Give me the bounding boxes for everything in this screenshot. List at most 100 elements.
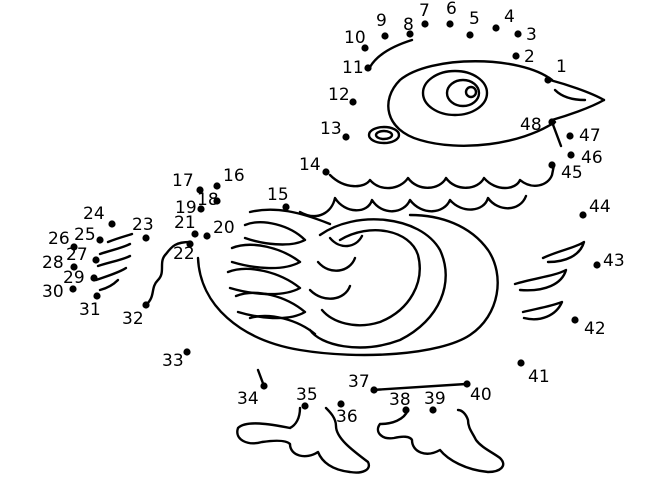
- dot-number: 35: [296, 385, 318, 405]
- dot-marker: [593, 261, 601, 269]
- dot-44: 44: [579, 197, 611, 219]
- dot-21: 21: [174, 213, 199, 238]
- chest-scallops: [298, 194, 528, 218]
- dot-2: 2: [512, 47, 535, 67]
- dot-number: 44: [589, 197, 611, 217]
- beak-upper: [548, 78, 606, 102]
- dot-9: 9: [376, 11, 389, 40]
- eye-outer: [421, 69, 489, 117]
- dot-marker: [514, 30, 522, 38]
- dot-6: 6: [446, 0, 457, 28]
- dot-31: 31: [79, 292, 101, 320]
- dot-43: 43: [593, 251, 625, 271]
- dot-17: 17: [172, 171, 204, 194]
- wing-scallop-2: [316, 256, 357, 272]
- dot-number: 42: [584, 319, 606, 339]
- dot-12: 12: [328, 85, 357, 106]
- dot-number: 6: [446, 0, 457, 19]
- dot-number: 29: [63, 268, 85, 288]
- dot-number: 41: [528, 367, 550, 387]
- dot-26: 26: [48, 229, 78, 251]
- dot-marker: [92, 256, 100, 264]
- dot-marker: [70, 263, 78, 271]
- neck-ruff: [328, 163, 556, 190]
- dot-11: 11: [342, 58, 372, 78]
- dot-36: 36: [336, 400, 358, 427]
- dot-13: 13: [320, 119, 350, 141]
- dot-marker: [96, 236, 104, 244]
- dot-marker: [567, 151, 575, 159]
- dot-20: 20: [203, 218, 235, 240]
- dot-marker: [349, 98, 357, 106]
- dot-marker: [370, 386, 378, 394]
- dot-number: 22: [173, 244, 195, 264]
- dot-18: 18: [197, 190, 221, 210]
- dot-29: 29: [63, 268, 98, 288]
- left-wingtip-4: [94, 266, 128, 282]
- dot-1: 1: [544, 57, 567, 84]
- dot-number: 18: [197, 190, 219, 210]
- dot-23: 23: [132, 215, 154, 242]
- dot-number: 3: [526, 25, 537, 45]
- dot-marker: [406, 30, 414, 38]
- dot-number: 26: [48, 229, 70, 249]
- left-wingtip-2: [98, 242, 132, 256]
- dot-marker: [203, 232, 211, 240]
- dot-marker: [322, 168, 330, 176]
- dot-8: 8: [403, 15, 414, 38]
- body-outline: [196, 213, 499, 357]
- tail-feather-1: [243, 221, 307, 246]
- dot-10: 10: [344, 28, 369, 52]
- dot-38: 38: [389, 390, 411, 414]
- dot-marker: [361, 44, 369, 52]
- dot-number: 13: [320, 119, 342, 139]
- dot-number: 8: [403, 15, 414, 35]
- back-feather-2: [513, 268, 568, 292]
- dot-number: 4: [504, 7, 515, 27]
- dot-marker: [342, 133, 350, 141]
- dot-marker: [463, 380, 471, 388]
- right-foot: [376, 408, 505, 474]
- tail-feather-3: [226, 267, 302, 296]
- dot-number: 5: [469, 9, 480, 29]
- dot-number: 39: [424, 389, 446, 409]
- bird-body: [196, 194, 528, 357]
- dot-3: 3: [514, 25, 537, 45]
- dot-marker: [301, 402, 309, 410]
- dot-marker: [69, 285, 77, 293]
- dot-number: 21: [174, 213, 196, 233]
- dot-marker: [260, 382, 268, 390]
- cheek-inner: [374, 129, 394, 141]
- dot-marker: [213, 197, 221, 205]
- dot-marker: [402, 406, 410, 414]
- dot-marker: [70, 243, 78, 251]
- dot-27: 27: [66, 245, 100, 265]
- dot-marker: [183, 348, 191, 356]
- dot-number: 10: [344, 28, 366, 48]
- dot-number: 27: [66, 245, 88, 265]
- dot-42: 42: [571, 316, 606, 339]
- dot-number: 33: [162, 351, 184, 371]
- wavy-edge: [144, 240, 192, 307]
- dot-number: 48: [520, 115, 542, 135]
- dot-33: 33: [162, 348, 191, 371]
- dot-number: 1: [556, 57, 567, 77]
- dot-marker: [429, 406, 437, 414]
- dot-marker: [446, 20, 454, 28]
- wing-scallop-3: [308, 284, 352, 300]
- dot-28: 28: [42, 253, 78, 273]
- dot-30: 30: [42, 282, 77, 302]
- tail-feather-5: [248, 314, 317, 336]
- cheek-outer: [367, 125, 401, 145]
- dot-14: 14: [299, 155, 330, 176]
- dot-32: 32: [122, 301, 150, 329]
- dot-number: 46: [581, 148, 603, 168]
- dot-34: 34: [237, 382, 268, 409]
- dot-marker: [337, 400, 345, 408]
- dot-number: 31: [79, 300, 101, 320]
- tail-feather-2: [230, 243, 302, 270]
- dot-47: 47: [566, 126, 601, 146]
- wing-outer: [308, 218, 447, 349]
- eye-pupil: [464, 85, 478, 99]
